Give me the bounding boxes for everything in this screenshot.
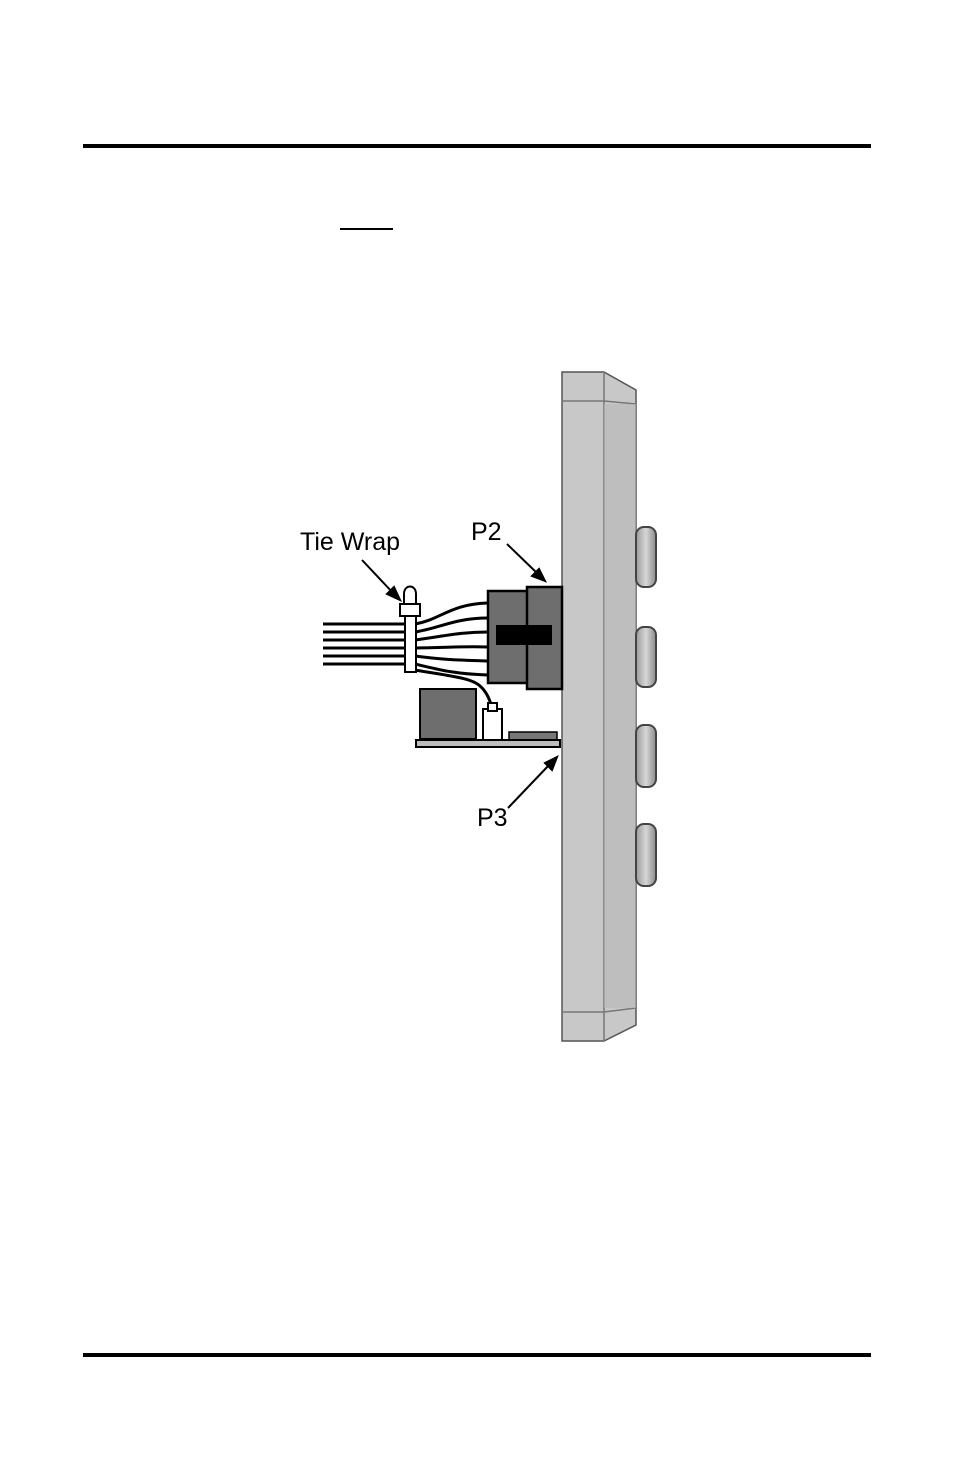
tie-wrap xyxy=(400,587,420,673)
panel-buttons xyxy=(636,527,656,886)
p2-label: P2 xyxy=(471,518,502,546)
p2-arrow xyxy=(507,544,538,574)
p2-connector xyxy=(488,587,562,689)
wall-plate-panel xyxy=(562,372,636,1041)
panel-button xyxy=(636,725,656,787)
p3-plug xyxy=(483,703,502,740)
tie-wrap-arrow xyxy=(362,560,394,594)
p3-label: P3 xyxy=(477,804,508,832)
panel-button xyxy=(636,527,656,587)
tie-wrap-label: Tie Wrap xyxy=(300,528,400,556)
panel-button xyxy=(636,627,656,687)
panel-button xyxy=(636,824,656,886)
p3-arrow xyxy=(508,764,550,808)
